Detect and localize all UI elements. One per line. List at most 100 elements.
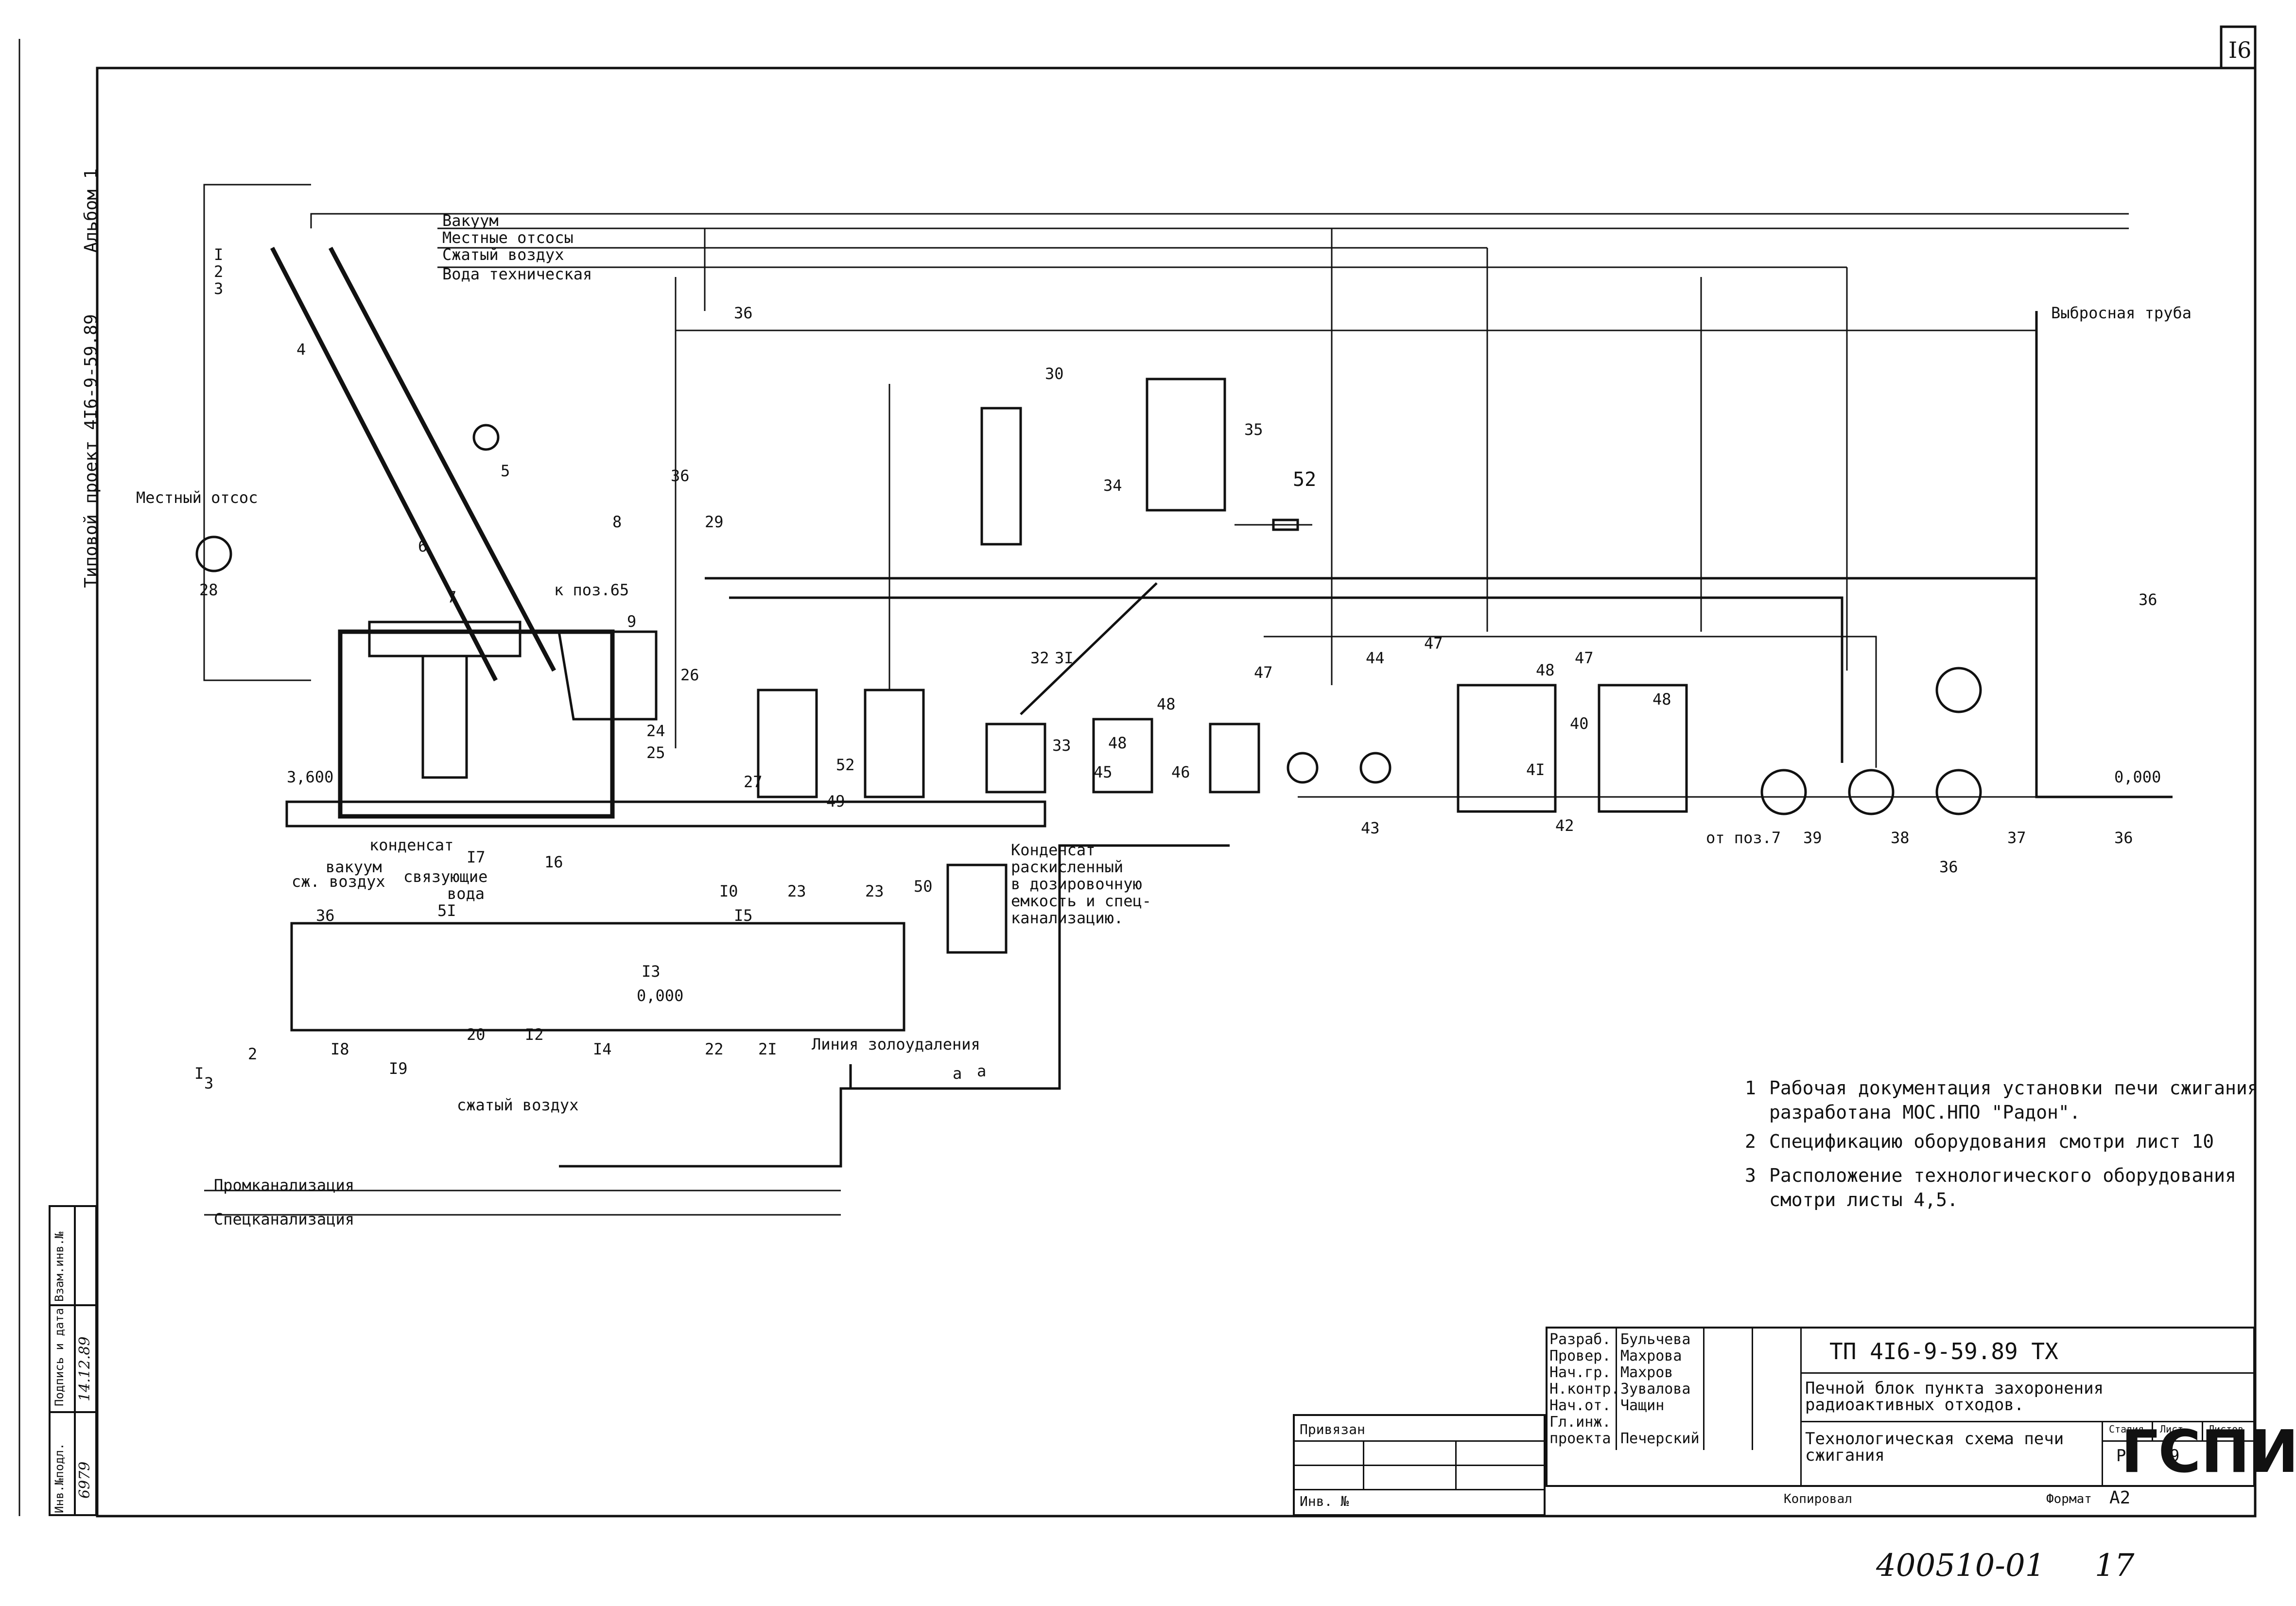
line-label: к поз.65: [554, 581, 629, 599]
heat-exchanger-30: [980, 407, 1022, 546]
pos-label: 2: [214, 262, 223, 281]
duct-31: [1020, 582, 1158, 715]
stage-value: Р: [2116, 1446, 2126, 1466]
pos-label: 48: [1536, 661, 1555, 679]
pos-label: 23: [787, 882, 806, 900]
object-title: Печной блок пункта захоронения радиоакти…: [1805, 1379, 2104, 1415]
line-label: Спецканализация: [214, 1210, 354, 1228]
name-3: Зувалова: [1620, 1381, 1691, 1398]
pos-label: 34: [1103, 476, 1122, 495]
archive-sheet: 17: [2095, 1548, 2135, 1584]
elevation-label: 0,000: [637, 986, 683, 1005]
format-label: Формат: [2046, 1492, 2092, 1506]
pos-label: 35: [1244, 420, 1263, 439]
line-label: емкость и спец-: [1011, 892, 1151, 910]
line-label: от поз.7: [1706, 829, 1781, 847]
drive-5: [472, 424, 500, 451]
name-6: Печерский: [1620, 1430, 1700, 1447]
pos-label: 27: [744, 773, 763, 791]
role-5: Гл.инж.: [1549, 1414, 1611, 1431]
note-1-line1: Рабочая документация установки печи сжиг…: [1769, 1077, 2259, 1099]
pos-label: I7: [467, 848, 486, 866]
pos-label: I: [214, 245, 223, 264]
line-label: конденсат: [369, 836, 453, 854]
pos-label: 52: [1293, 468, 1316, 491]
line-label: Выбросная труба: [2051, 304, 2192, 322]
pos-label: 3: [204, 1074, 213, 1092]
note-1-num: 1: [1745, 1077, 1756, 1099]
note-2-num: 2: [1745, 1131, 1756, 1152]
pos-label: 4: [296, 340, 306, 359]
conveyor-upper: [270, 246, 498, 682]
format-value: А2: [2109, 1488, 2131, 1508]
fan-39: [1760, 769, 1807, 815]
conveyor-lower: [329, 246, 556, 672]
pos-label: 48: [1108, 734, 1127, 752]
inv-orig-value: 6979: [76, 1461, 93, 1499]
fan-38: [1848, 769, 1895, 815]
pos-label: 36: [2139, 590, 2157, 609]
pos-label: 32: [1030, 649, 1049, 667]
pos-label: 46: [1171, 763, 1190, 781]
fan-37: [1935, 769, 1982, 815]
name-2: Махров: [1620, 1364, 1673, 1381]
pos-label: I9: [389, 1059, 408, 1078]
pos-label: 52: [836, 756, 855, 774]
pos-label: 44: [1366, 649, 1385, 667]
sheet-number: I6: [2228, 37, 2252, 63]
name-4: Чащин: [1620, 1397, 1665, 1414]
pos-label: 2: [248, 1045, 257, 1063]
pos-label: 22: [705, 1040, 724, 1058]
line-label: Местные отсосы: [442, 228, 574, 247]
gas-duct-lower: [729, 596, 1844, 763]
role-1: Провер.: [1549, 1347, 1611, 1364]
line-label: связующие: [403, 867, 487, 886]
pos-label: 36: [734, 304, 753, 322]
pos-label: 28: [199, 581, 218, 599]
pos-label: 4I: [1526, 760, 1545, 779]
pos-label: 47: [1254, 663, 1273, 682]
album-label: Альбом 1: [81, 168, 101, 253]
pos-label: 9: [627, 612, 636, 631]
line-label: сжатый воздух: [457, 1096, 578, 1114]
sheet-title: Технологическая схема печи сжигания: [1805, 1429, 2064, 1465]
line-label: Промканализация: [214, 1176, 354, 1194]
inv-no-label: Инв. №: [1300, 1493, 1349, 1509]
furnace-shaft: [421, 655, 468, 779]
pos-label: 36: [671, 466, 690, 485]
pos-label: 36: [2114, 829, 2133, 847]
tank-45: [1092, 718, 1153, 794]
distributor-35: [1146, 378, 1226, 512]
org-logo: ГСПИ: [2121, 1418, 2296, 1486]
line-label: Сжатый воздух: [442, 245, 564, 264]
pos-label: 16: [544, 853, 563, 871]
left-return-line: [203, 184, 311, 681]
pos-label: 48: [1652, 690, 1671, 708]
pos-label: 3: [214, 279, 223, 298]
sheet-number-box: [2220, 25, 2257, 69]
exhaust-riser: [2035, 311, 2173, 798]
pos-label: 29: [705, 513, 724, 531]
filter-27: [757, 689, 818, 798]
line-label: сж. воздух: [292, 872, 385, 891]
pump-43a: [1287, 752, 1319, 784]
pos-label: 43: [1361, 819, 1380, 837]
pos-label: 47: [1424, 634, 1443, 653]
pos-label: 5I: [437, 901, 456, 920]
project-label: Типовой проект 4I6-9-59.89: [81, 314, 101, 588]
sheet-label: Лист: [2160, 1423, 2184, 1435]
pos-label: 2I: [758, 1040, 777, 1058]
pos-label: 42: [1555, 816, 1574, 835]
role-0: Разраб.: [1549, 1331, 1611, 1348]
pos-label: I3: [642, 962, 661, 981]
pos-label: 20: [467, 1025, 486, 1044]
line-label: в дозировочную: [1011, 875, 1142, 893]
line-label: вода: [447, 884, 485, 903]
pos-label: 33: [1052, 736, 1071, 755]
tank-50: [946, 863, 1008, 954]
elevation-label: 0,000: [2114, 768, 2161, 786]
line-label: Местный отсос: [136, 488, 258, 507]
tank-42: [1598, 684, 1688, 813]
vacuum-line: [310, 213, 2129, 228]
